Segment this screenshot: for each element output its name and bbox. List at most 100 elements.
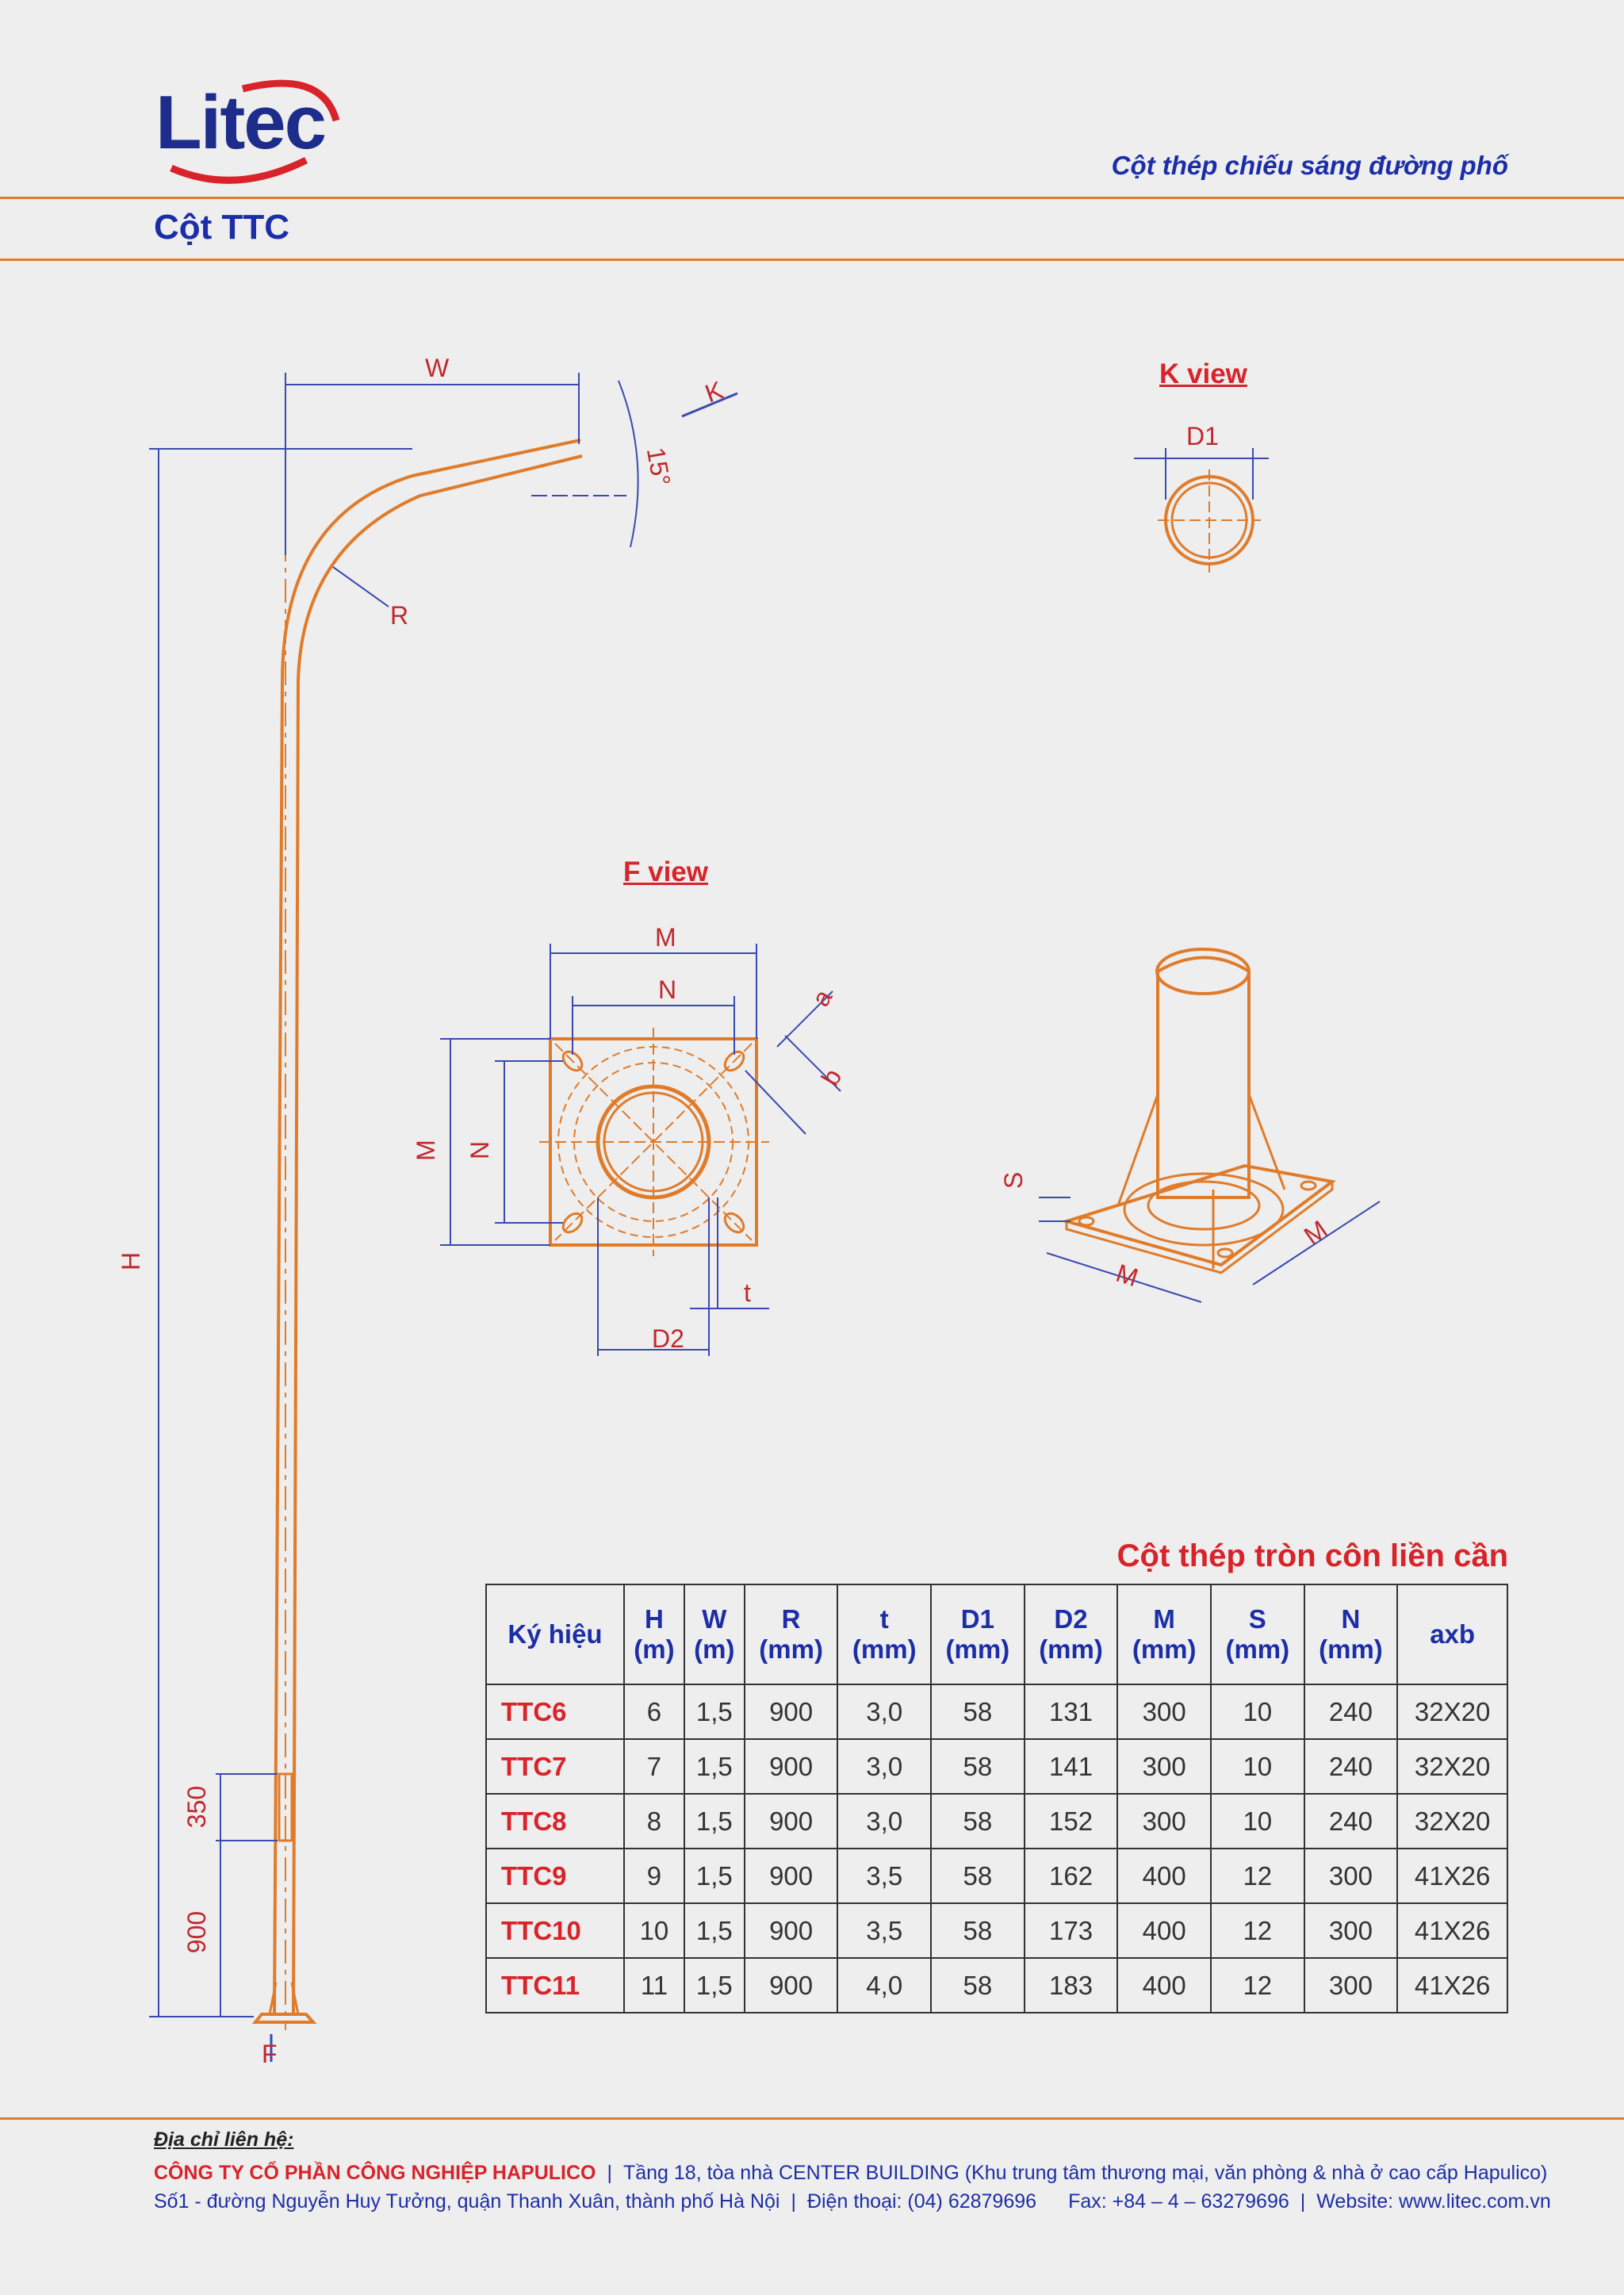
table-cell: 240 <box>1303 1793 1399 1849</box>
iso-label-s: S <box>999 1171 1028 1190</box>
table-cell: 58 <box>930 1902 1025 1959</box>
table-cell: 58 <box>930 1957 1025 2013</box>
k-view-drawing <box>1134 448 1269 573</box>
table-cell: 162 <box>1023 1848 1119 1904</box>
table-cell: 9 <box>623 1848 685 1904</box>
table-cell: 3,0 <box>837 1684 933 1740</box>
table-cell: 10 <box>1209 1684 1305 1740</box>
k-view-label-d1: D1 <box>1186 422 1219 450</box>
header-divider-bottom <box>0 259 1624 261</box>
table-cell: 10 <box>1209 1793 1305 1849</box>
k-view-title: K view <box>1159 358 1247 389</box>
header-cell-t: t(mm) <box>837 1584 933 1685</box>
table-cell: 41X26 <box>1396 1848 1508 1904</box>
table-cell: 300 <box>1303 1902 1399 1959</box>
footer-fax: Fax: +84 – 4 – 63279696 <box>1068 2190 1289 2213</box>
table-cell: 152 <box>1023 1793 1119 1849</box>
table-title: Cột thép tròn côn liền cần <box>1116 1538 1508 1573</box>
table-cell: 32X20 <box>1396 1738 1508 1795</box>
table-cell: 900 <box>743 1738 839 1795</box>
header-cell-n: N(mm) <box>1303 1584 1399 1685</box>
header-cell-m: M(mm) <box>1116 1584 1212 1685</box>
table-cell: 300 <box>1116 1738 1212 1795</box>
dim-label-h: H <box>117 1251 146 1271</box>
footer-website[interactable]: Website: www.litec.com.vn <box>1316 2190 1551 2213</box>
table-cell-code: TTC6 <box>485 1684 625 1740</box>
table-cell-code: TTC7 <box>485 1738 625 1795</box>
table-header-row: Ký hiệu H(m) W(m) R(mm) t(mm) D1(mm) D2(… <box>485 1584 1508 1685</box>
tagline: Cột thép chiếu sáng đường phố <box>1111 151 1508 180</box>
footer-address: Số1 - đường Nguyễn Huy Tưởng, quận Thanh… <box>154 2190 780 2213</box>
spec-table: Ký hiệu H(m) W(m) R(mm) t(mm) D1(mm) D2(… <box>485 1584 1508 2013</box>
dim-label-w: W <box>425 354 450 382</box>
table-cell: 300 <box>1303 1957 1399 2013</box>
table-cell: 1,5 <box>683 1848 745 1904</box>
table-cell: 58 <box>930 1793 1025 1849</box>
table-cell: 12 <box>1209 1902 1305 1959</box>
f-view-label-m-left: M <box>411 1140 440 1161</box>
iso-base-drawing <box>1039 948 1381 1303</box>
table-cell: 240 <box>1303 1684 1399 1740</box>
footer-heading: Địa chỉ liên hệ: <box>154 2128 294 2151</box>
table-cell: 300 <box>1303 1848 1399 1904</box>
table-cell: 32X20 <box>1396 1684 1508 1740</box>
table-cell: 10 <box>1209 1738 1305 1795</box>
footer-divider <box>0 2117 1624 2120</box>
header-cell-axb: axb <box>1396 1584 1508 1685</box>
f-view-title: F view <box>623 856 708 887</box>
footer-company: CÔNG TY CỔ PHẦN CÔNG NGHIỆP HAPULICO <box>154 2162 596 2184</box>
table-cell: 12 <box>1209 1957 1305 2013</box>
table-cell: 3,5 <box>837 1848 933 1904</box>
table-cell: 900 <box>743 1957 839 2013</box>
table-cell: 400 <box>1116 1848 1212 1904</box>
f-view-label-t: t <box>744 1278 751 1307</box>
table-cell: 900 <box>743 1848 839 1904</box>
header-cell-r: R(mm) <box>743 1584 839 1685</box>
footer-phone: Điện thoại: (04) 62879696 <box>806 2190 1037 2213</box>
f-view-label-d2: D2 <box>652 1324 684 1353</box>
table-cell: 12 <box>1209 1848 1305 1904</box>
table-cell-code: TTC11 <box>485 1957 625 2013</box>
table-cell: 400 <box>1116 1957 1212 2013</box>
logo-swoosh-icon <box>170 79 340 184</box>
table-cell: 41X26 <box>1396 1902 1508 1959</box>
table-cell: 11 <box>623 1957 685 2013</box>
table-cell: 8 <box>623 1793 685 1849</box>
header-cell-s: S(mm) <box>1209 1584 1305 1685</box>
table-cell: 6 <box>623 1684 685 1740</box>
table-cell: 3,0 <box>837 1793 933 1849</box>
header-divider-top <box>0 197 1624 199</box>
f-view-label-m-top: M <box>655 923 676 952</box>
footer-line-contact: Số1 - đường Nguyễn Huy Tưởng, quận Thanh… <box>154 2190 1551 2213</box>
table-cell: 58 <box>930 1738 1025 1795</box>
litec-logo: Litec <box>155 80 327 165</box>
table-cell: 41X26 <box>1396 1957 1508 2013</box>
header-cell-h: H(m) <box>623 1584 685 1685</box>
table-cell-code: TTC8 <box>485 1793 625 1849</box>
table-cell-code: TTC9 <box>485 1848 625 1904</box>
table-cell: 1,5 <box>683 1738 745 1795</box>
dim-label-r: R <box>390 601 409 630</box>
table-cell: 4,0 <box>837 1957 933 2013</box>
f-view-drawing <box>440 944 841 1356</box>
table-cell: 32X20 <box>1396 1793 1508 1849</box>
table-cell: 400 <box>1116 1902 1212 1959</box>
pole-drawing <box>149 373 738 2062</box>
header-cell-d1: D1(mm) <box>930 1584 1025 1685</box>
table-cell: 58 <box>930 1848 1025 1904</box>
table-cell: 141 <box>1023 1738 1119 1795</box>
table-cell: 1,5 <box>683 1902 745 1959</box>
footer-line-company: CÔNG TY CỔ PHẦN CÔNG NGHIỆP HAPULICO|Tần… <box>154 2162 1548 2184</box>
table-cell: 900 <box>743 1902 839 1959</box>
table-cell: 900 <box>743 1684 839 1740</box>
header-cell-w: W(m) <box>683 1584 745 1685</box>
page-title: Cột TTC <box>154 208 290 247</box>
f-view-label-n-left: N <box>465 1140 495 1160</box>
dim-label-350: 350 <box>182 1785 212 1829</box>
f-view-label-n-top: N <box>658 975 677 1004</box>
